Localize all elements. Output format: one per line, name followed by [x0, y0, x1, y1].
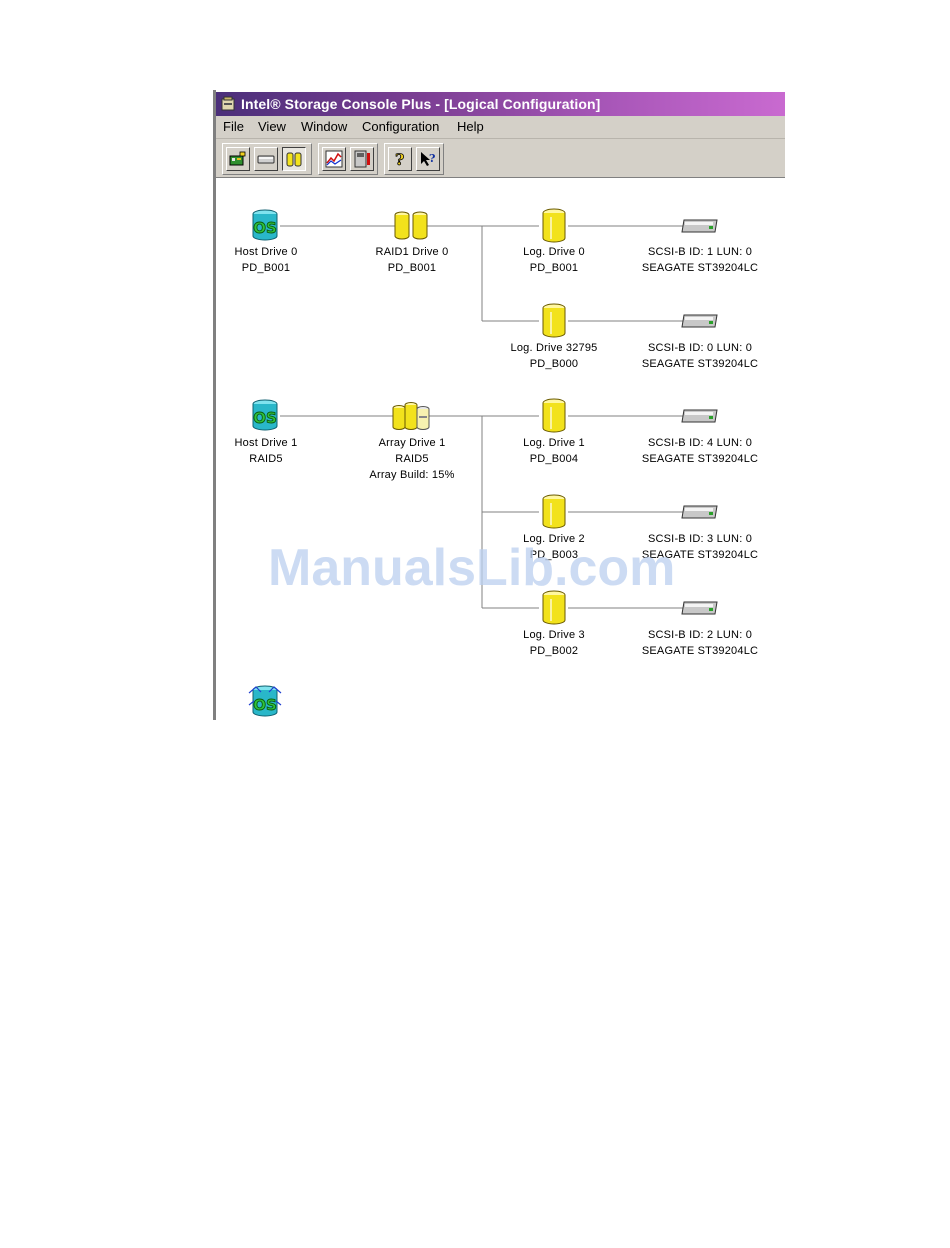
- log-drive-0[interactable]: [540, 208, 568, 249]
- physical-disk-3-id: SCSI-B ID: 3 LUN: 0: [647, 533, 753, 545]
- context-help-icon: ?: [421, 152, 435, 166]
- array-build-status: Array Build: 15%: [369, 469, 455, 481]
- log-drive-3[interactable]: [540, 590, 568, 631]
- host-drive-0[interactable]: OS: [249, 208, 281, 249]
- hard-disk-icon: [681, 314, 718, 328]
- hard-disk-icon: [681, 601, 718, 615]
- title-bar[interactable]: Intel® Storage Console Plus - [Logical C…: [216, 92, 785, 116]
- array-drive-building-icon: [392, 402, 430, 430]
- statistics-button[interactable]: [322, 147, 346, 171]
- free-host-drive-icon: OS: [248, 685, 282, 717]
- host-drive-1[interactable]: OS: [249, 398, 281, 439]
- menu-configuration[interactable]: Configuration: [362, 119, 440, 134]
- svg-text:OS: OS: [253, 409, 277, 427]
- raid-drive-icon: [394, 211, 428, 240]
- statistics-icon: [325, 150, 343, 168]
- log-drive-1[interactable]: [540, 398, 568, 439]
- connection-lines: [280, 225, 684, 609]
- svg-text:?: ?: [429, 152, 435, 165]
- host-drive-os-icon: OS: [252, 399, 278, 431]
- physical-disk-0-model: SEAGATE ST39204LC: [641, 262, 759, 274]
- host-drive-os-icon: OS: [252, 209, 278, 241]
- log-drive-3-sub: PD_B002: [529, 645, 579, 657]
- physical-disk-2-id: SCSI-B ID: 4 LUN: 0: [647, 437, 753, 449]
- physical-disk-scsi-b-id1[interactable]: [681, 217, 719, 240]
- raid1-drive-0[interactable]: [392, 211, 430, 246]
- physical-disk-scsi-b-id0[interactable]: [681, 312, 719, 335]
- log-drive-1-name: Log. Drive 1: [523, 437, 585, 449]
- array-drive-1-raid: RAID5: [395, 453, 429, 465]
- help-button[interactable]: ?: [388, 147, 412, 171]
- raid1-drive-0-name: RAID1 Drive 0: [375, 246, 449, 258]
- log-drive-3-name: Log. Drive 3: [523, 629, 585, 641]
- hard-disk-icon: [681, 219, 718, 233]
- hard-disk-icon: [681, 409, 718, 423]
- toolbar-group-tools: [318, 143, 378, 175]
- array-drive-1-name: Array Drive 1: [378, 437, 446, 449]
- log-drive-32795-name: Log. Drive 32795: [510, 342, 598, 354]
- physical-disk-0-id: SCSI-B ID: 1 LUN: 0: [647, 246, 753, 258]
- monitor-button[interactable]: [350, 147, 374, 171]
- logical-view-button[interactable]: [282, 147, 306, 171]
- logical-drive-icon: [542, 208, 566, 243]
- menu-bar: File View Window Configuration Help: [216, 116, 785, 139]
- physical-disk-scsi-b-id2[interactable]: [681, 599, 719, 622]
- help-icon: ?: [395, 150, 405, 168]
- svg-text:OS: OS: [253, 696, 277, 714]
- menu-help[interactable]: Help: [457, 119, 484, 134]
- physical-disk-4-model: SEAGATE ST39204LC: [641, 645, 759, 657]
- hard-disk-icon: [681, 505, 718, 519]
- menu-file[interactable]: File: [223, 119, 244, 134]
- host-drive-0-sub: PD_B001: [241, 262, 291, 274]
- svg-text:?: ?: [395, 150, 404, 168]
- physical-drive-icon: [257, 155, 275, 164]
- adapter-button[interactable]: [226, 147, 250, 171]
- host-drive-0-name: Host Drive 0: [234, 246, 298, 258]
- free-host-drive[interactable]: OS: [247, 683, 283, 720]
- logical-drive-icon: [542, 398, 566, 433]
- physical-disk-scsi-b-id3[interactable]: [681, 503, 719, 526]
- physical-disk-1-id: SCSI-B ID: 0 LUN: 0: [647, 342, 753, 354]
- toolbar: ? ?: [216, 139, 785, 178]
- adapter-icon: [229, 151, 246, 166]
- log-drive-0-sub: PD_B001: [529, 262, 579, 274]
- physical-disk-scsi-b-id4[interactable]: [681, 407, 719, 430]
- logical-drive-icon: [542, 590, 566, 625]
- physical-disk-4-id: SCSI-B ID: 2 LUN: 0: [647, 629, 753, 641]
- log-drive-2[interactable]: [540, 494, 568, 535]
- app-icon: [221, 96, 235, 111]
- app-window: Intel® Storage Console Plus - [Logical C…: [213, 90, 785, 720]
- window-border: [213, 90, 216, 720]
- monitor-icon: [354, 150, 370, 168]
- context-help-button[interactable]: ?: [416, 147, 440, 171]
- raid1-drive-0-sub: PD_B001: [387, 262, 437, 274]
- log-drive-32795-sub: PD_B000: [529, 358, 579, 370]
- toolbar-group-views: [222, 143, 312, 175]
- window-title: Intel® Storage Console Plus - [Logical C…: [241, 96, 601, 112]
- logical-drive-icon: [286, 152, 302, 167]
- array-drive-1[interactable]: [390, 400, 432, 437]
- log-drive-32795[interactable]: [540, 303, 568, 344]
- physical-disk-2-model: SEAGATE ST39204LC: [641, 453, 759, 465]
- log-drive-2-sub: PD_B003: [529, 549, 579, 561]
- log-drive-0-name: Log. Drive 0: [523, 246, 585, 258]
- toolbar-group-help: ? ?: [384, 143, 444, 175]
- log-drive-2-name: Log. Drive 2: [523, 533, 585, 545]
- log-drive-1-sub: PD_B004: [529, 453, 579, 465]
- physical-disk-3-model: SEAGATE ST39204LC: [641, 549, 759, 561]
- host-drive-1-sub: RAID5: [249, 453, 283, 465]
- logical-drive-icon: [542, 303, 566, 338]
- menu-view[interactable]: View: [258, 119, 286, 134]
- svg-text:OS: OS: [253, 219, 277, 237]
- menu-window[interactable]: Window: [301, 119, 348, 134]
- host-drive-1-name: Host Drive 1: [234, 437, 298, 449]
- logical-drive-icon: [542, 494, 566, 529]
- physical-view-button[interactable]: [254, 147, 278, 171]
- logical-configuration-view[interactable]: OS Host Drive 0 PD_B001 RAID1 Drive 0 PD…: [216, 178, 785, 720]
- physical-disk-1-model: SEAGATE ST39204LC: [641, 358, 759, 370]
